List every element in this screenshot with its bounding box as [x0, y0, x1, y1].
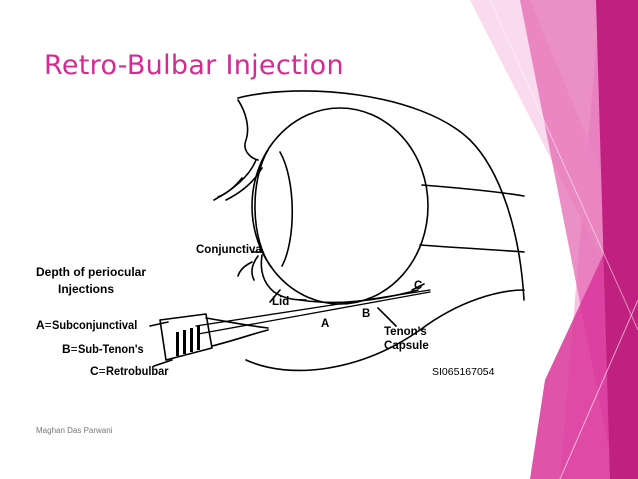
needle-top	[195, 289, 431, 327]
deco-line	[559, 299, 638, 479]
lower-lid-lashes	[251, 255, 259, 281]
slide-footer: Maghan Das Parwani	[36, 426, 113, 435]
lid-pointer	[269, 289, 281, 303]
label-point-a: A	[321, 318, 330, 330]
legend-heading-line2: Injections	[58, 282, 115, 296]
legend-eq: =	[98, 364, 106, 378]
syringe-grip	[197, 326, 200, 350]
legend-item-b: B=Sub-Tenon's	[62, 342, 149, 356]
syringe-grips	[176, 326, 200, 356]
deco-line	[489, 0, 638, 331]
lens-front	[254, 149, 273, 269]
syringe-grip	[183, 330, 186, 354]
optic-nerve-bottom	[419, 244, 525, 253]
label-conjunctiva: Conjunctiva	[196, 244, 262, 256]
tenons-pointer	[377, 307, 397, 327]
legend-letter: A	[36, 318, 45, 332]
label-point-c: C	[414, 280, 423, 292]
legend-letter: C	[90, 364, 99, 378]
deco-bar-dark	[596, 0, 638, 479]
syringe-barrel	[149, 321, 169, 327]
needle-bottom	[197, 291, 431, 335]
brow	[237, 99, 259, 161]
label-lid: Lid	[272, 296, 290, 308]
label-tenons-line1: Tenon's	[384, 326, 427, 338]
syringe-tip	[205, 317, 269, 329]
orbit-roof	[237, 90, 525, 301]
lens-back	[279, 151, 294, 267]
lower-lid-lashes	[237, 261, 253, 277]
label-tenons-line2: Capsule	[384, 340, 429, 352]
legend-text: Sub-Tenon's	[77, 342, 144, 356]
legend-text: Subconjunctival	[51, 318, 137, 332]
eyelash	[217, 177, 243, 198]
syringe-tip	[211, 329, 269, 347]
legend-item-c: C=Retrobulbar	[90, 364, 174, 378]
label-point-b: B	[362, 308, 371, 320]
figure-code: SI065167054	[432, 366, 495, 378]
legend-text: Retrobulbar	[105, 364, 169, 378]
lower-lid	[260, 254, 307, 301]
upper-lid-outer	[213, 159, 257, 201]
globe	[251, 107, 429, 305]
orbit-floor	[245, 289, 525, 372]
legend-eq: =	[70, 342, 78, 356]
syringe-barrel	[153, 359, 173, 367]
slide-title: Retro-Bulbar Injection	[44, 50, 344, 81]
syringe-grip	[176, 332, 179, 356]
legend-item-a: A=Subconjunctival	[36, 318, 144, 332]
legend-heading-line1: Depth of periocular	[36, 265, 147, 279]
legend-eq: =	[44, 318, 52, 332]
upper-lid-inner	[225, 167, 263, 201]
c-pointer	[411, 283, 425, 291]
legend-letter: B	[62, 342, 71, 356]
syringe-grip	[190, 328, 193, 352]
optic-nerve-top	[421, 184, 525, 197]
syringe-hub	[159, 313, 213, 361]
